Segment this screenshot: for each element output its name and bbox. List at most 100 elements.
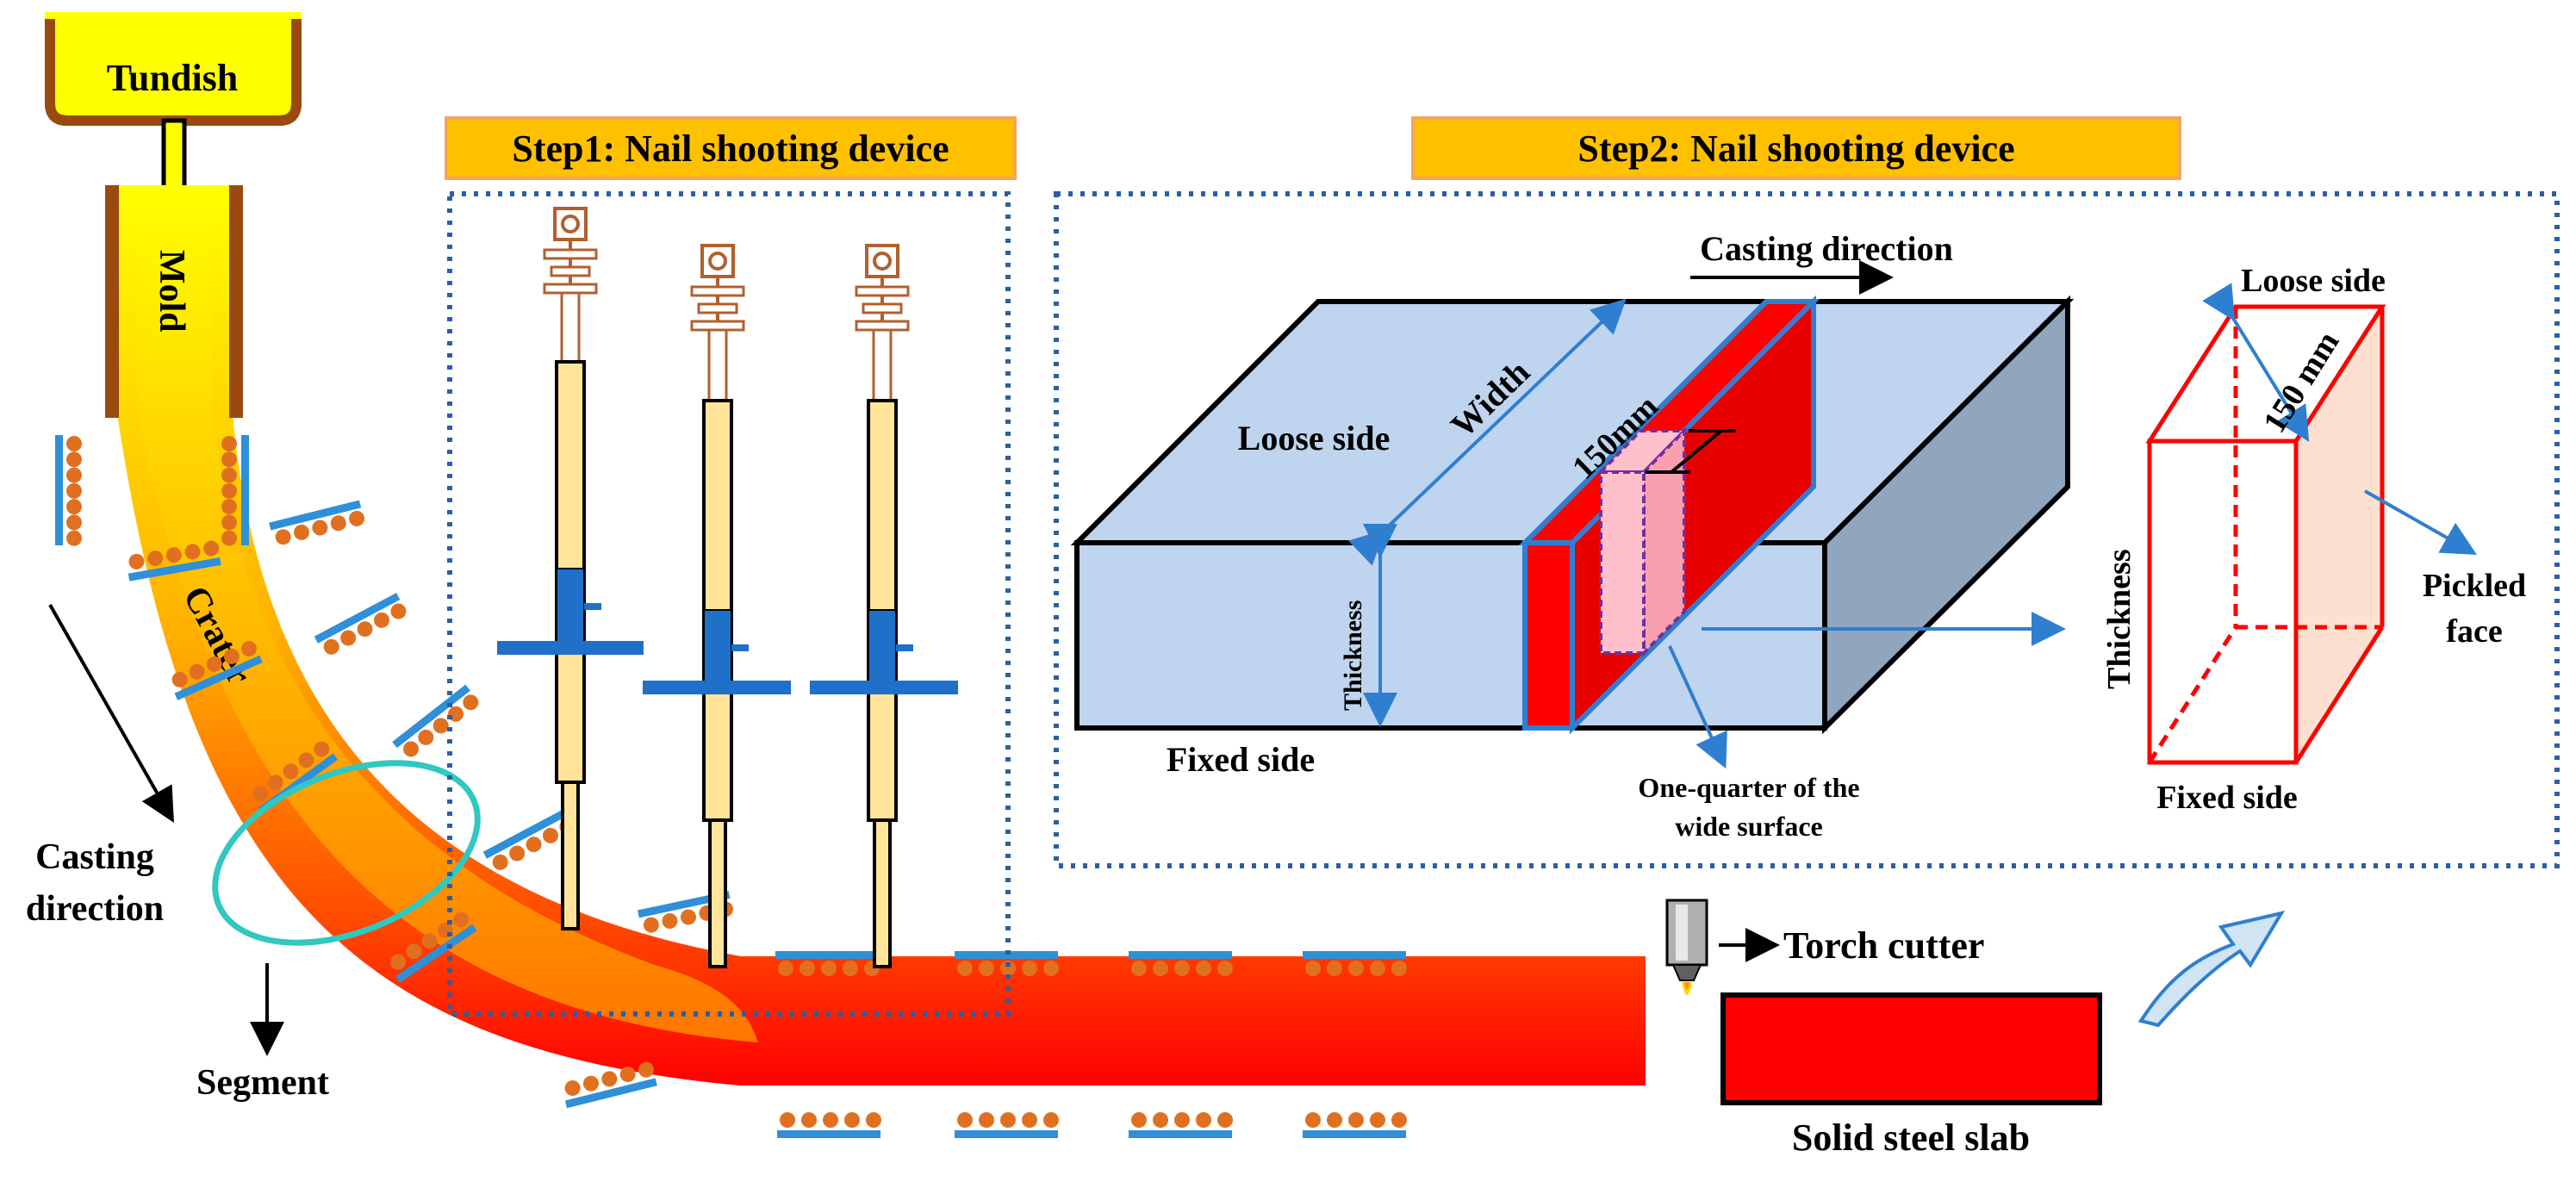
- roller: [147, 551, 164, 567]
- roller-segment: [564, 1061, 657, 1109]
- roller-segment: [55, 435, 82, 546]
- roller: [1153, 1112, 1168, 1128]
- roller: [128, 553, 145, 569]
- roller: [1370, 1112, 1385, 1128]
- roller: [267, 775, 283, 791]
- quarter-arrow: [1668, 645, 1727, 769]
- pickled-face-arrow: [2364, 489, 2477, 555]
- roller: [1153, 961, 1168, 976]
- roller: [509, 845, 526, 862]
- sample-150mm-line: [2202, 283, 2310, 442]
- roller: [298, 752, 314, 768]
- roller: [402, 741, 419, 757]
- nail-shooting-device: [810, 244, 958, 968]
- roller: [662, 913, 678, 930]
- nail-shooting-devices: [497, 207, 958, 968]
- quarter-label-1: One-quarter of the: [1638, 772, 1859, 803]
- roller: [221, 467, 237, 483]
- roller: [240, 640, 257, 656]
- roller: [66, 499, 82, 515]
- roller: [203, 540, 220, 557]
- roller: [357, 621, 373, 638]
- roller: [330, 515, 346, 532]
- roller: [165, 547, 182, 563]
- roller: [1217, 1112, 1233, 1128]
- roller-segment: [314, 593, 407, 655]
- roller: [1174, 961, 1190, 976]
- slab-casting-direction-label: Casting direction: [1700, 229, 1953, 268]
- slice-front: [1522, 540, 1575, 731]
- roller: [171, 671, 188, 687]
- roller: [66, 530, 82, 546]
- roller: [1305, 1112, 1321, 1128]
- casting-direction-label-1: Casting: [35, 837, 154, 877]
- roller: [526, 837, 542, 853]
- roller: [1131, 1112, 1147, 1128]
- step2-label-box: [1411, 116, 2181, 180]
- roller: [582, 1075, 599, 1092]
- step2-region-border: [1054, 191, 2560, 868]
- roller: [373, 612, 389, 628]
- roller: [643, 917, 659, 933]
- roller-segment: [955, 951, 1059, 976]
- roller: [221, 482, 237, 499]
- curved-up-arrow: [2137, 911, 2286, 1028]
- width-dimension-line: [1348, 298, 1627, 566]
- sample-fixed-side-label: Fixed side: [2156, 780, 2298, 816]
- pickled-face: [2296, 307, 2382, 762]
- roller: [778, 961, 793, 976]
- roller: [1196, 961, 1211, 976]
- roller: [275, 529, 291, 545]
- mold-label: Mold: [152, 250, 191, 333]
- roller: [1022, 961, 1037, 976]
- roller: [1348, 961, 1364, 976]
- roller: [1327, 1112, 1342, 1128]
- roller-segment: [221, 435, 249, 546]
- roller: [844, 1112, 860, 1128]
- roller: [1370, 961, 1385, 976]
- roller: [189, 663, 205, 680]
- roller: [542, 827, 558, 843]
- slab-loose-side-label: Loose side: [1238, 419, 1391, 457]
- roller: [418, 729, 434, 745]
- roller: [957, 961, 973, 976]
- roller: [66, 482, 82, 499]
- roller: [1022, 1112, 1037, 1128]
- roller: [221, 451, 237, 468]
- roller: [252, 786, 269, 802]
- roller: [601, 1071, 618, 1087]
- roller: [800, 961, 815, 976]
- roller: [1000, 961, 1016, 976]
- roller-segment: [269, 500, 365, 545]
- roller: [1196, 1112, 1211, 1128]
- roller: [1348, 1112, 1364, 1128]
- roller: [340, 630, 357, 646]
- quarter-label-2: wide surface: [1675, 811, 1823, 842]
- roller: [780, 1112, 795, 1128]
- roller: [866, 1112, 881, 1128]
- step1-label-box: [445, 116, 1017, 180]
- roller-segment: [1129, 1112, 1233, 1138]
- roller: [979, 1112, 994, 1128]
- roller: [1043, 961, 1059, 976]
- roller-segment: [392, 684, 479, 757]
- pickled-label-1: Pickled: [2423, 568, 2526, 604]
- roller: [1327, 961, 1342, 976]
- roller: [1217, 961, 1233, 976]
- casting-direction-label-2: direction: [26, 889, 164, 929]
- roller: [823, 1112, 838, 1128]
- segment-highlight-ellipse: [212, 760, 481, 946]
- roller: [421, 933, 438, 949]
- sample-box: [2145, 304, 2386, 765]
- roller: [1131, 961, 1147, 976]
- roller: [453, 911, 470, 928]
- roller: [184, 544, 201, 560]
- roller-segment: [128, 540, 221, 582]
- roller-segment: [1129, 951, 1233, 976]
- roller: [66, 514, 82, 531]
- roller: [638, 1061, 654, 1078]
- roller: [1305, 961, 1321, 976]
- roller-segment: [171, 640, 263, 700]
- sample-loose-side-label: Loose side: [2241, 263, 2386, 299]
